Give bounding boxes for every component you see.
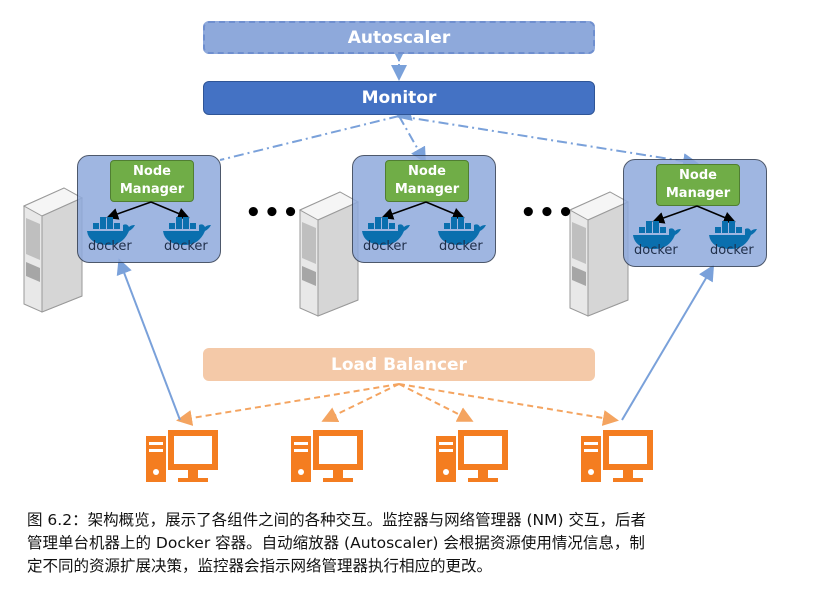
lb-client1-link	[176, 383, 400, 426]
server-tower-icon	[23, 187, 83, 313]
load-balancer-box: Load Balancer	[203, 348, 595, 381]
node-manager-label-line1: Node	[679, 168, 717, 183]
monitor-box: Monitor	[203, 81, 595, 115]
desktop-computer-icon	[291, 430, 363, 482]
monitor-node3-link	[398, 115, 699, 170]
caption-line: 图 6.2：架构概览，展示了各组件之间的各种交互。监控器与网络管理器 (NM) …	[27, 511, 646, 529]
docker-label: docker	[439, 239, 483, 254]
lb-client4-link	[398, 383, 619, 426]
docker-group	[362, 201, 486, 245]
ellipsis: •••	[520, 198, 576, 228]
node-manager-label-line2: Manager	[394, 182, 460, 197]
figure-caption: 图 6.2：架构概览，展示了各组件之间的各种交互。监控器与网络管理器 (NM) …	[27, 509, 797, 578]
desktop-computer-icon	[581, 430, 653, 482]
docker-label: docker	[88, 239, 132, 254]
server-tower-icon	[569, 191, 629, 317]
docker-group	[633, 205, 757, 249]
desktop-computer-icon	[436, 430, 508, 482]
monitor-node2-link	[398, 115, 426, 164]
lb-client3-link	[398, 383, 474, 422]
ellipsis: •••	[245, 198, 301, 228]
node-manager-label-line2: Manager	[665, 186, 731, 201]
docker-label: docker	[164, 239, 208, 254]
caption-line: 定不同的资源扩展决策，监控器会指示网络管理器执行相应的更改。	[27, 557, 493, 575]
client4-node3-link	[621, 264, 715, 421]
docker-label: docker	[634, 243, 678, 258]
node-manager-label-line2: Manager	[119, 182, 185, 197]
autoscaler-box: Autoscaler	[203, 21, 595, 54]
docker-label: docker	[710, 243, 754, 258]
node-manager-box: Node Manager	[385, 160, 469, 202]
client1-node1-link	[116, 258, 181, 421]
server-tower-icon	[299, 191, 359, 317]
desktop-computer-icon	[146, 430, 218, 482]
lb-client2-link	[321, 383, 400, 422]
node-manager-label-line1: Node	[133, 164, 171, 179]
node-manager-box: Node Manager	[110, 160, 194, 202]
monitor-node1-link	[219, 105, 413, 161]
docker-group	[87, 201, 211, 245]
caption-line: 管理单台机器上的 Docker 容器。自动缩放器 (Autoscaler) 会根…	[27, 534, 645, 552]
node-manager-box: Node Manager	[656, 164, 740, 206]
docker-label: docker	[363, 239, 407, 254]
node-manager-label-line1: Node	[408, 164, 446, 179]
